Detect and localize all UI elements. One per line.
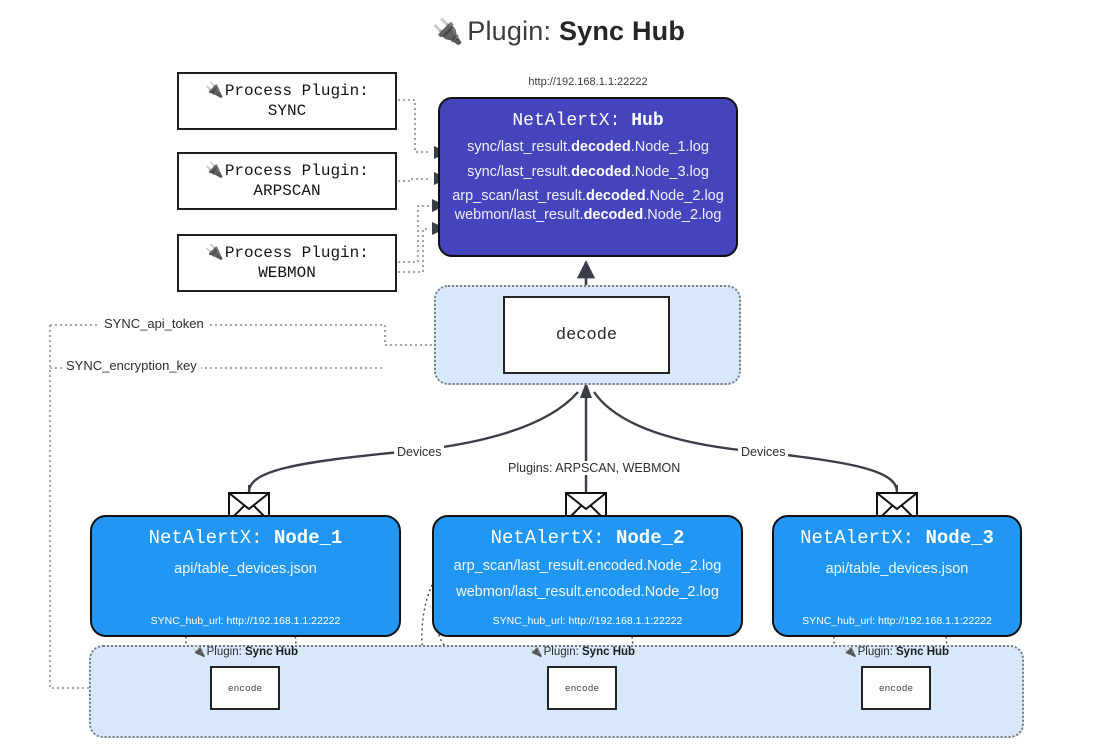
process-plugin-arpscan-line1: 🔌Process Plugin: bbox=[205, 160, 369, 180]
hub-log-line: sync/last_result.decoded.Node_3.log bbox=[467, 163, 709, 180]
edge-label-plugins: Plugins: ARPSCAN, WEBMON bbox=[505, 461, 684, 475]
node-2-footer: SYNC_hub_url: http://192.168.1.1:22222 bbox=[492, 615, 683, 627]
encode-box-3[interactable]: encode bbox=[861, 666, 931, 710]
node-3-line: api/table_devices.json bbox=[825, 561, 969, 577]
process-plugin-webmon[interactable]: 🔌Process Plugin: WEBMON bbox=[177, 234, 397, 292]
sync-encryption-key-label: SYNC_encryption_key bbox=[62, 358, 201, 373]
node-1-line: api/table_devices.json bbox=[174, 561, 317, 577]
encoder-3-caption: 🔌Plugin: Sync Hub bbox=[842, 646, 950, 658]
process-plugin-webmon-line2: WEBMON bbox=[258, 263, 316, 282]
hub-title: NetAlertX: Hub bbox=[512, 111, 664, 131]
edge-label-devices-left: Devices bbox=[394, 445, 445, 459]
process-plugin-webmon-line1: 🔌Process Plugin: bbox=[205, 242, 369, 262]
hub-log-line: sync/last_result.decoded.Node_1.log bbox=[467, 139, 709, 155]
node-box-node-1[interactable]: NetAlertX: Node_1 api/table_devices.json… bbox=[90, 515, 401, 637]
decode-box[interactable]: decode bbox=[503, 296, 670, 374]
plug-icon: 🔌 bbox=[191, 646, 206, 658]
hub-node[interactable]: NetAlertX: Hub sync/last_result.decoded.… bbox=[438, 97, 738, 257]
sync-api-token-label: SYNC_api_token bbox=[100, 316, 208, 331]
node-3-footer: SYNC_hub_url: http://192.168.1.1:22222 bbox=[802, 615, 992, 627]
node-1-footer: SYNC_hub_url: http://192.168.1.1:22222 bbox=[150, 615, 341, 627]
hub-log-line: arp_scan/last_result.decoded.Node_2.log bbox=[452, 188, 724, 204]
plug-icon: 🔌 bbox=[842, 646, 857, 658]
node-1-title: NetAlertX: Node_1 bbox=[148, 527, 343, 549]
node-2-title: NetAlertX: Node_2 bbox=[490, 527, 685, 549]
plug-icon: 🔌 bbox=[528, 646, 543, 658]
node-box-node-2[interactable]: NetAlertX: Node_2 arp_scan/last_result.e… bbox=[432, 515, 743, 637]
encoder-2-caption: 🔌Plugin: Sync Hub bbox=[528, 646, 636, 658]
plug-icon: 🔌 bbox=[431, 18, 464, 46]
page-title: 🔌Plugin: Sync Hub bbox=[0, 16, 1117, 47]
hub-log-line: webmon/last_result.decoded.Node_2.log bbox=[454, 206, 722, 223]
page-title-prefix: Plugin: bbox=[467, 16, 552, 46]
edge-label-devices-right: Devices bbox=[738, 445, 789, 459]
plug-icon: 🔌 bbox=[205, 242, 224, 261]
encode-box-2[interactable]: encode bbox=[547, 666, 617, 710]
process-plugin-sync[interactable]: 🔌Process Plugin: SYNC bbox=[177, 72, 397, 130]
plug-icon: 🔌 bbox=[205, 80, 224, 99]
encode-box-1[interactable]: encode bbox=[210, 666, 280, 710]
process-plugin-sync-line2: SYNC bbox=[267, 101, 307, 120]
node-3-title: NetAlertX: Node_3 bbox=[800, 527, 994, 549]
process-plugin-arpscan[interactable]: 🔌Process Plugin: ARPSCAN bbox=[177, 152, 397, 210]
node-2-line: webmon/last_result.encoded.Node_2.log bbox=[456, 584, 719, 600]
node-2-line: arp_scan/last_result.encoded.Node_2.log bbox=[453, 558, 722, 574]
node-box-node-3[interactable]: NetAlertX: Node_3 api/table_devices.json… bbox=[772, 515, 1022, 637]
process-plugin-sync-line1: 🔌Process Plugin: bbox=[205, 80, 369, 100]
process-plugin-arpscan-line2: ARPSCAN bbox=[253, 181, 321, 200]
page-title-name: Sync Hub bbox=[558, 16, 686, 46]
plug-icon: 🔌 bbox=[205, 160, 224, 179]
encoder-1-caption: 🔌Plugin: Sync Hub bbox=[191, 646, 299, 658]
hub-url-label: http://192.168.1.1:22222 bbox=[528, 76, 648, 88]
